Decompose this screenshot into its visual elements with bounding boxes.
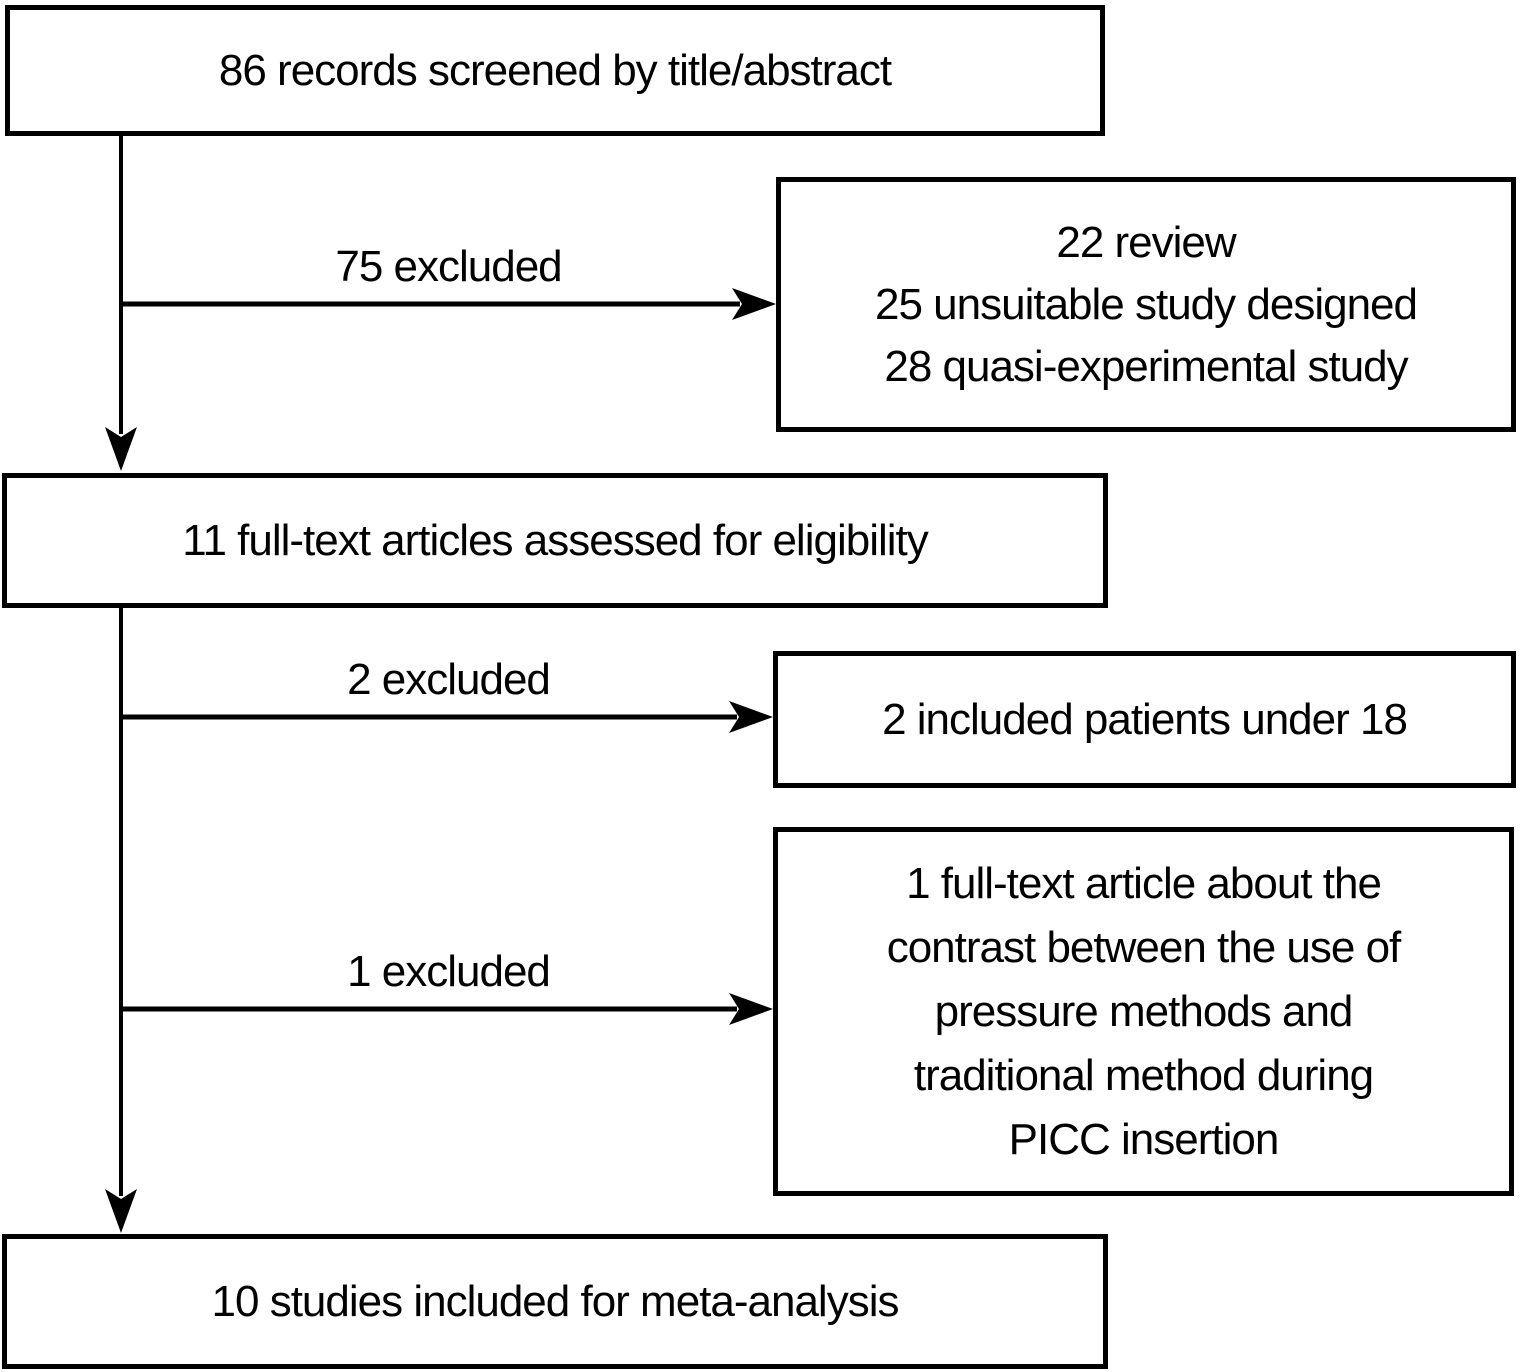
- box-fulltext-assessed: 11 full-text articles assessed for eligi…: [2, 473, 1108, 608]
- arrow-down-screened-to-fulltext: [105, 134, 137, 471]
- contrast-article-line: traditional method during: [913, 1050, 1374, 1100]
- box-excluded-under18: 2 included patients under 18: [773, 651, 1516, 788]
- exclusion-reason-quasi-experimental: 28 quasi-experimental study: [884, 341, 1408, 391]
- edge-label-75-excluded-text: 75 excluded: [335, 242, 562, 291]
- exclusion-reason-unsuitable-design: 25 unsuitable study designed: [875, 279, 1418, 329]
- arrow-right-2-excluded: [119, 701, 773, 733]
- arrow-right-1-excluded: [119, 993, 773, 1025]
- contrast-article-line: PICC insertion: [1008, 1114, 1280, 1164]
- arrowhead-down-icon: [105, 1189, 137, 1233]
- box-fulltext-assessed-text: 11 full-text articles assessed for eligi…: [182, 515, 929, 565]
- edge-label-2-excluded-text: 2 excluded: [347, 655, 551, 704]
- arrowhead-right-icon: [729, 993, 773, 1025]
- box-records-screened-text: 86 records screened by title/abstract: [218, 45, 892, 95]
- box-records-screened: 86 records screened by title/abstract: [5, 5, 1105, 136]
- contrast-article-line: contrast between the use of: [886, 922, 1402, 972]
- exclusion-reason-review: 22 review: [1056, 217, 1236, 267]
- box-excluded-under18-text: 2 included patients under 18: [882, 694, 1408, 744]
- arrowhead-right-icon: [732, 288, 776, 320]
- arrow-right-75-excluded: [119, 288, 776, 320]
- arrowhead-right-icon: [729, 701, 773, 733]
- arrowhead-down-icon: [105, 427, 137, 471]
- box-excluded-contrast-article: 1 full-text article about the contrast b…: [773, 827, 1514, 1196]
- contrast-article-line: 1 full-text article about the: [906, 858, 1382, 908]
- edge-label-1-excluded: 1 excluded: [121, 943, 776, 997]
- edge-label-75-excluded: 75 excluded: [121, 238, 776, 292]
- edge-label-2-excluded: 2 excluded: [121, 651, 776, 705]
- contrast-article-line: pressure methods and: [934, 986, 1354, 1036]
- box-exclusion-reasons: 22 review 25 unsuitable study designed 2…: [776, 177, 1516, 432]
- box-included-meta-analysis-text: 10 studies included for meta-analysis: [211, 1276, 900, 1326]
- edge-label-1-excluded-text: 1 excluded: [347, 947, 551, 996]
- box-included-meta-analysis: 10 studies included for meta-analysis: [2, 1234, 1108, 1369]
